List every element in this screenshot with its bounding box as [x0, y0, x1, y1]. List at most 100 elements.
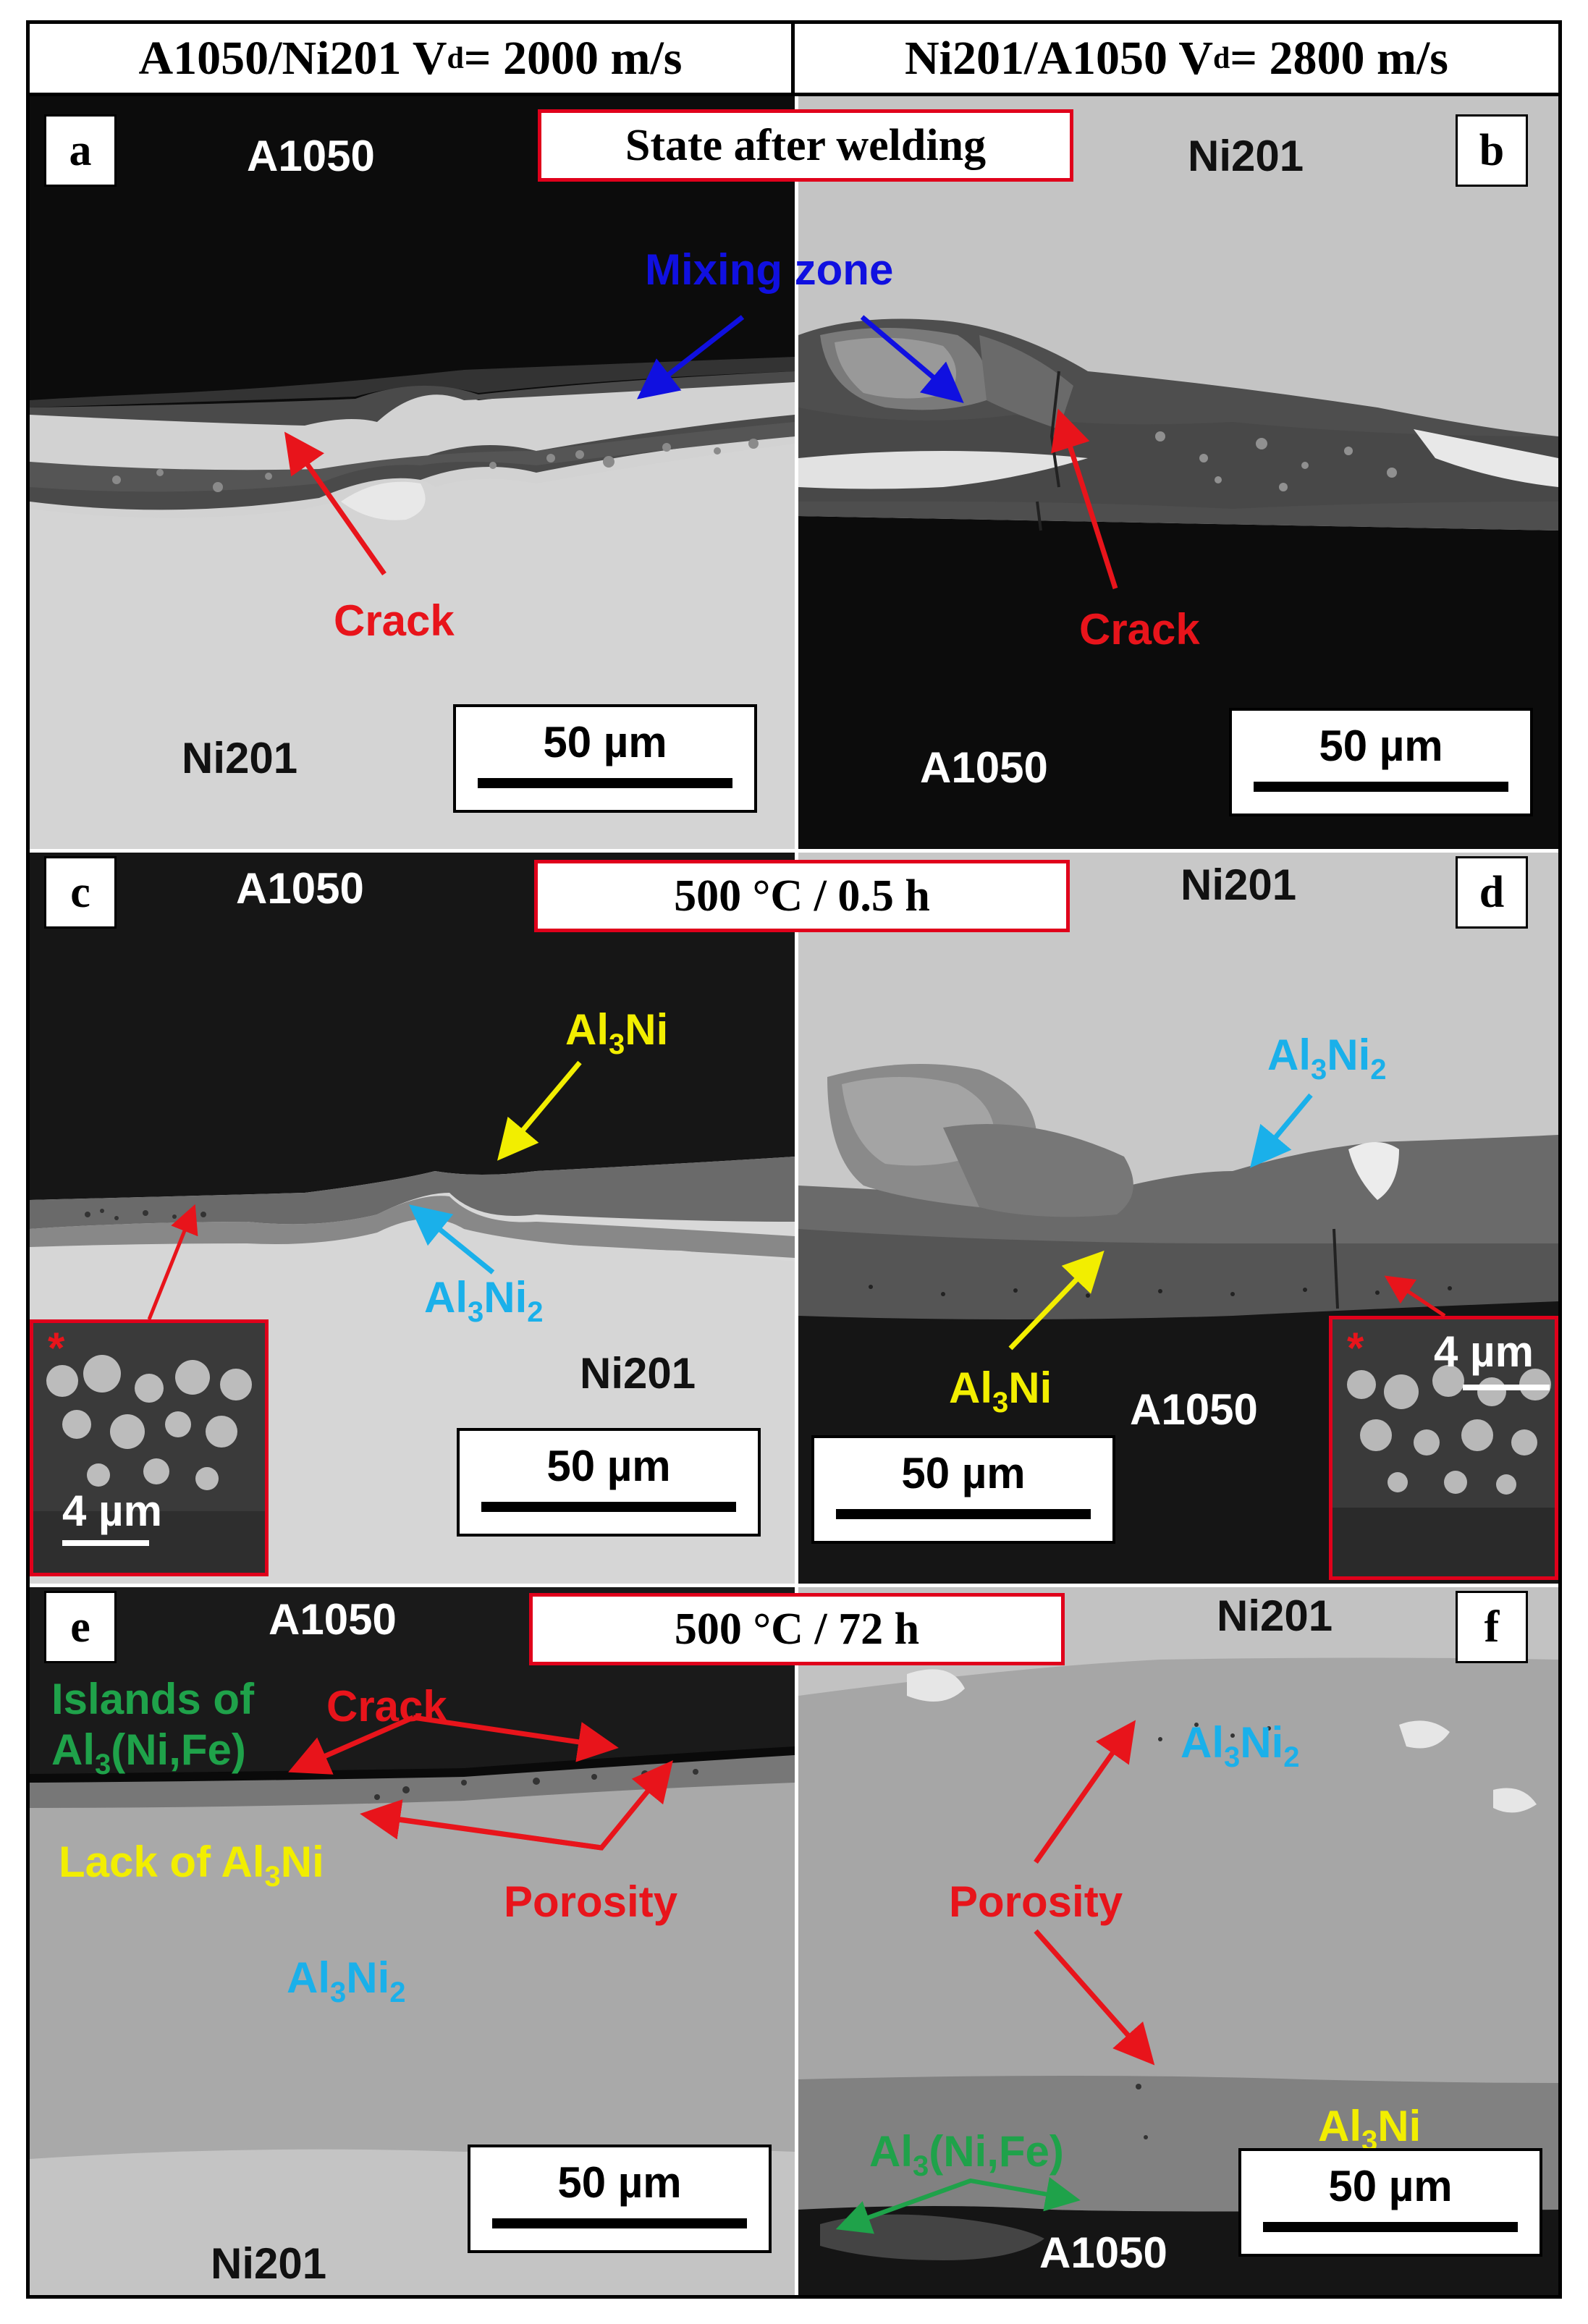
inset-d-mark: *: [1347, 1324, 1364, 1372]
scale-bar-d: 50 µm: [811, 1435, 1115, 1544]
scale-bar-c-line: [481, 1502, 736, 1512]
label-e-porosity: Porosity: [504, 1877, 678, 1926]
label-e-islands-2: Al3(Ni,Fe): [51, 1725, 246, 1781]
header-left-sub: d: [447, 41, 464, 75]
label-f-al3ni2-s1: 3: [1224, 1741, 1241, 1773]
label-c-al3ni2: Al3Ni2: [424, 1272, 544, 1329]
label-a-top: A1050: [247, 132, 375, 180]
header-right-text: Ni201/A1050 V: [905, 31, 1213, 85]
label-f-top: Ni201: [1217, 1592, 1333, 1640]
label-b-crack: Crack: [1079, 605, 1200, 654]
label-d-al3ni2-sub1: 3: [1311, 1054, 1327, 1086]
label-e-islands-2a: Al: [51, 1725, 95, 1774]
label-f-porosity: Porosity: [949, 1877, 1123, 1926]
scale-bar-f: 50 µm: [1238, 2148, 1542, 2257]
panel-letter-b: b: [1456, 114, 1528, 187]
label-f-al3ni: Al3Ni: [1318, 2101, 1421, 2158]
label-f-bottom: A1050: [1039, 2228, 1167, 2277]
label-a-crack: Crack: [334, 596, 455, 645]
condition-row1-text: State after welding: [625, 120, 987, 170]
scale-bar-e-text: 50 µm: [557, 2158, 682, 2207]
label-e-al3ni2-a: Al: [287, 1953, 330, 2002]
label-f-al3ni2: Al3Ni2: [1181, 1717, 1300, 1774]
label-e-lack: Lack of Al3Ni: [59, 1837, 324, 1893]
scale-bar-c-text: 50 µm: [546, 1442, 671, 1490]
scale-bar-f-line: [1263, 2222, 1518, 2232]
label-f-al3ni2-a: Al: [1181, 1718, 1224, 1767]
label-e-bottom: Ni201: [211, 2239, 327, 2288]
scale-bar-c: 50 µm: [457, 1428, 761, 1537]
condition-row3-text: 500 °C / 72 h: [674, 1604, 920, 1654]
scale-bar-b: 50 µm: [1229, 708, 1533, 816]
label-b-bottom: A1050: [920, 743, 1048, 792]
label-d-al3ni2-a: Al: [1267, 1031, 1311, 1079]
label-c-bottom: Ni201: [580, 1349, 696, 1398]
panel-f: [798, 1587, 1558, 2295]
label-d-al3ni2-sub2: 2: [1370, 1054, 1387, 1086]
scale-bar-d-line: [836, 1509, 1091, 1519]
panel-letter-f: f: [1456, 1591, 1528, 1663]
label-b-mixing: Mixing zone: [645, 245, 894, 294]
inset-c-mark: *: [48, 1324, 65, 1372]
scale-bar-e-line: [492, 2218, 747, 2228]
header-left-text: A1050/Ni201 V: [138, 31, 447, 85]
label-f-al3nife-s: 3: [913, 2150, 929, 2182]
condition-row1: State after welding: [538, 109, 1073, 182]
label-d-al3ni: Al3Ni: [949, 1363, 1052, 1419]
label-d-top: Ni201: [1181, 861, 1297, 909]
label-d-bottom: A1050: [1130, 1385, 1258, 1434]
inset-d-image: [1333, 1319, 1555, 1576]
label-e-lack-a: Lack of Al: [59, 1838, 265, 1886]
label-c-al3ni-b: Ni: [625, 1005, 669, 1054]
inset-c: * 4 µm: [30, 1319, 269, 1576]
label-f-al3nife-a: Al: [869, 2127, 913, 2176]
label-d-al3ni2-b: Ni: [1327, 1031, 1371, 1079]
label-c-al3ni: Al3Ni: [565, 1005, 668, 1061]
label-d-al3ni-sub: 3: [992, 1387, 1009, 1419]
label-d-al3ni-b: Ni: [1008, 1364, 1052, 1412]
label-f-al3nife-b: (Ni,Fe): [929, 2127, 1064, 2176]
condition-row2-text: 500 °C / 0.5 h: [674, 871, 930, 921]
label-c-al3ni2-a: Al: [424, 1273, 468, 1322]
scale-bar-b-line: [1254, 782, 1508, 792]
panel-letter-d: d: [1456, 856, 1528, 929]
panel-letter-e: e: [44, 1591, 117, 1663]
label-d-al3ni-a: Al: [949, 1364, 992, 1412]
inset-c-scale: 4 µm: [62, 1487, 162, 1535]
label-e-al3ni2: Al3Ni2: [287, 1953, 406, 2009]
inset-c-image: [33, 1323, 265, 1573]
scale-bar-a: 50 µm: [453, 704, 757, 813]
label-c-al3ni-a: Al: [565, 1005, 609, 1054]
label-b-top: Ni201: [1188, 132, 1304, 180]
label-e-crack: Crack: [326, 1682, 447, 1731]
inset-d: * 4 µm: [1329, 1316, 1558, 1580]
label-f-al3ni-b: Ni: [1377, 2102, 1422, 2150]
label-c-al3ni2-sub1: 3: [468, 1296, 484, 1328]
label-c-al3ni2-sub2: 2: [527, 1296, 544, 1328]
label-c-top: A1050: [236, 864, 364, 913]
label-e-al3ni2-b: Ni: [346, 1953, 390, 2002]
header-left-rest: = 2000 m/s: [463, 31, 683, 85]
label-e-islands-2s: 3: [95, 1749, 111, 1780]
label-e-lack-s: 3: [264, 1861, 281, 1893]
condition-row2: 500 °C / 0.5 h: [534, 860, 1070, 932]
label-e-lack-b: Ni: [280, 1838, 324, 1886]
label-f-al3ni-a: Al: [1318, 2102, 1361, 2150]
panel-letter-c: c: [44, 856, 117, 929]
label-e-top: A1050: [269, 1595, 397, 1644]
label-f-al3ni2-s2: 2: [1283, 1741, 1300, 1773]
label-c-al3ni2-b: Ni: [483, 1273, 528, 1322]
scale-bar-e: 50 µm: [468, 2145, 772, 2253]
label-f-al3nife: Al3(Ni,Fe): [869, 2126, 1064, 2183]
header-right-rest: = 2800 m/s: [1230, 31, 1448, 85]
micrograph-f: [798, 1587, 1558, 2295]
label-e-islands-1: Islands of: [51, 1675, 255, 1723]
label-f-al3ni2-b: Ni: [1240, 1718, 1284, 1767]
label-e-al3ni2-s1: 3: [330, 1977, 347, 2008]
scale-bar-d-text: 50 µm: [901, 1449, 1026, 1497]
label-a-bottom: Ni201: [182, 734, 298, 782]
inset-c-scale-bar: [62, 1540, 149, 1546]
panel-letter-a: a: [44, 114, 117, 187]
scale-bar-a-text: 50 µm: [543, 718, 667, 766]
